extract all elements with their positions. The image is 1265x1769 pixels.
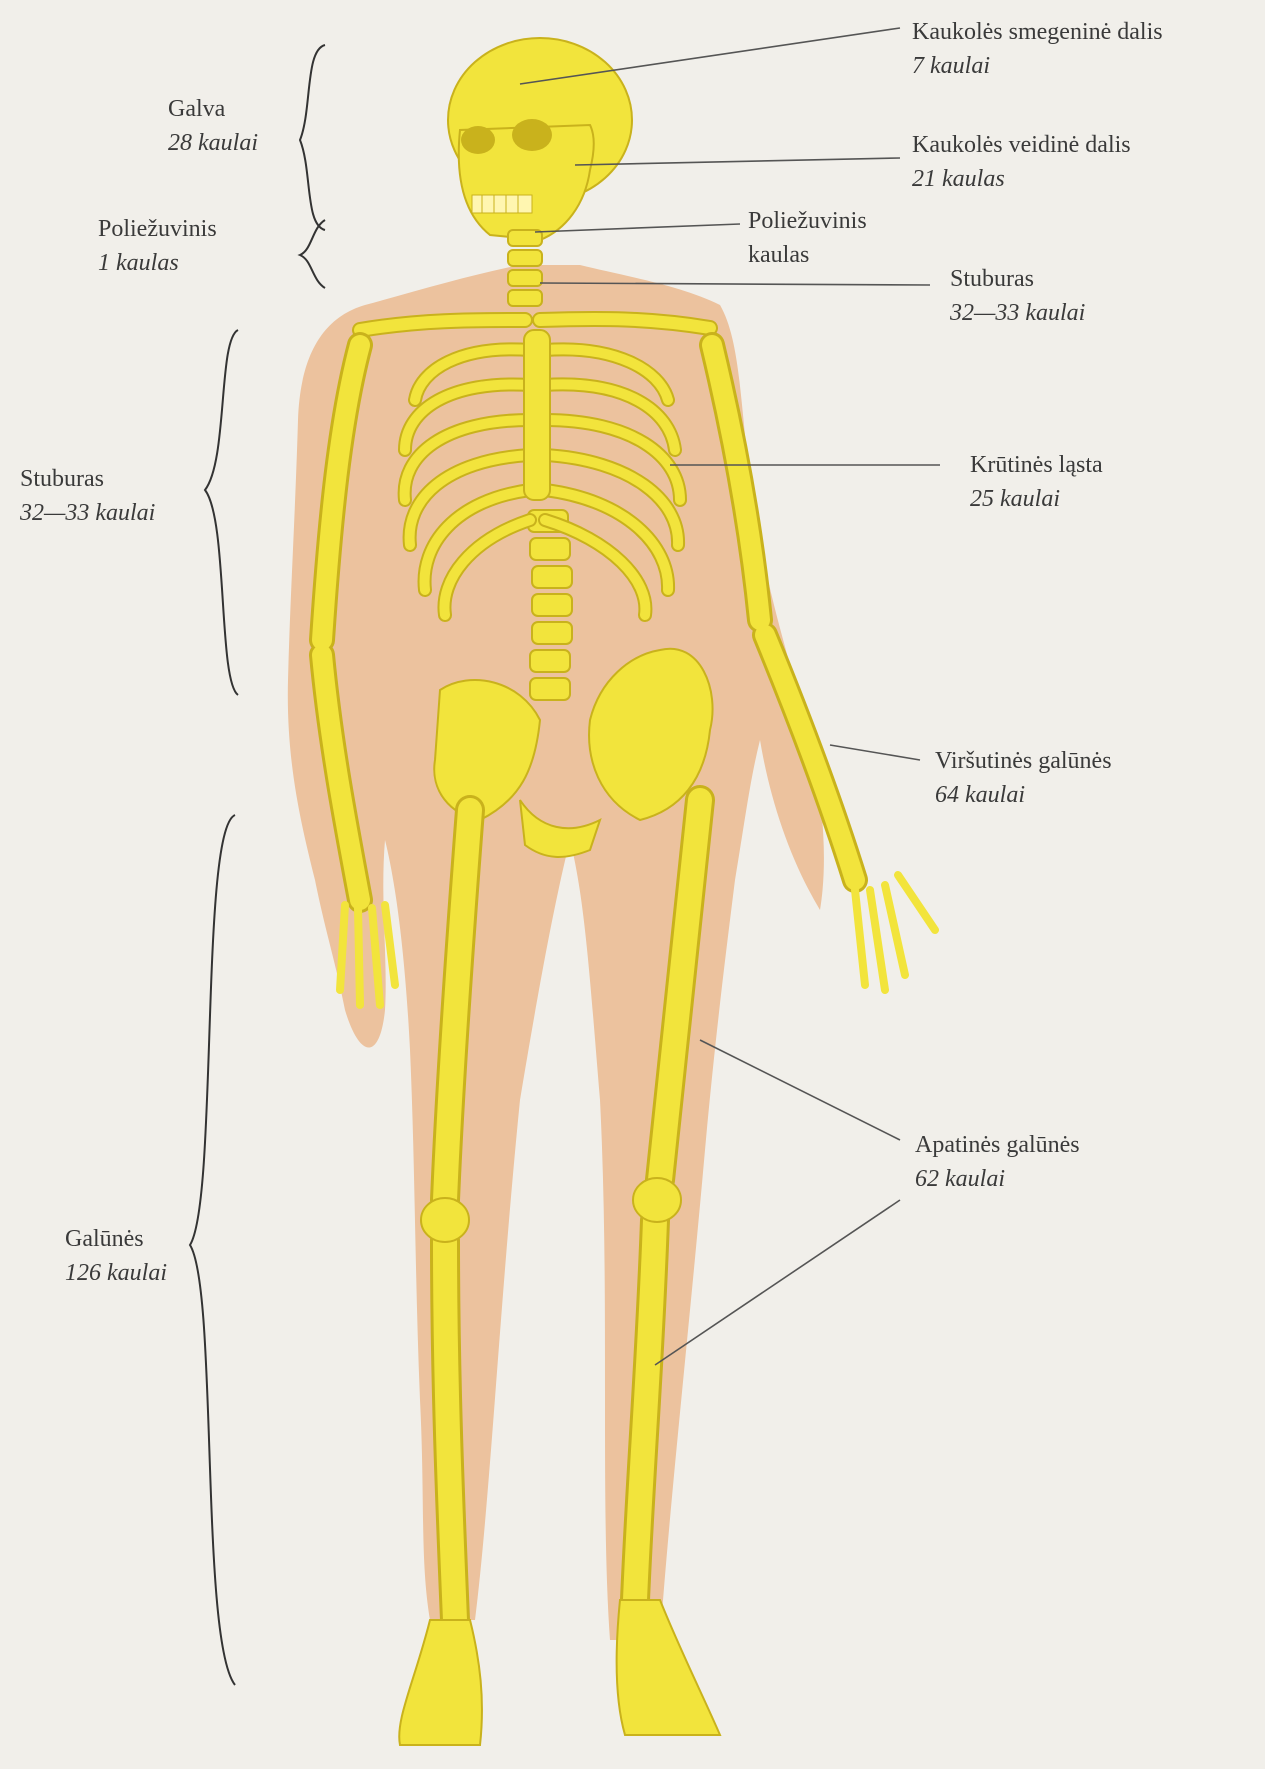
label-name: Krūtinės ląsta	[970, 448, 1103, 482]
label-name: Kaukolės smegeninė dalis	[912, 15, 1163, 49]
label-kaukoles-veidine: Kaukolės veidinė dalis 21 kaulas	[912, 128, 1131, 196]
label-count: 25 kaulai	[970, 482, 1103, 516]
label-name: Viršutinės galūnės	[935, 744, 1112, 778]
label-kaukoles-smegenine: Kaukolės smegeninė dalis 7 kaulai	[912, 15, 1163, 83]
label-count: 32—33 kaulai	[950, 296, 1085, 330]
label-count: 64 kaulai	[935, 778, 1112, 812]
label-count: 21 kaulas	[912, 162, 1131, 196]
label-count: 32—33 kaulai	[20, 496, 155, 530]
label-count: kaulas	[748, 238, 867, 272]
label-name: Kaukolės veidinė dalis	[912, 128, 1131, 162]
label-galva: Galva 28 kaulai	[168, 92, 258, 160]
label-name: Galva	[168, 92, 258, 126]
skull	[448, 38, 632, 240]
label-virsutines-galunes: Viršutinės galūnės 64 kaulai	[935, 744, 1112, 812]
label-count: 7 kaulai	[912, 49, 1163, 83]
brace-galunes	[190, 815, 235, 1685]
label-count: 62 kaulai	[915, 1162, 1080, 1196]
label-name: Stuburas	[20, 462, 155, 496]
label-name: Stuburas	[950, 262, 1085, 296]
label-name: Poliežuvinis	[98, 212, 217, 246]
brace-poliezuvinis	[300, 220, 325, 288]
label-name: Galūnės	[65, 1222, 167, 1256]
label-poliezuvinis: Poliežuvinis 1 kaulas	[98, 212, 217, 280]
label-galunes: Galūnės 126 kaulai	[65, 1222, 167, 1290]
label-stuburas-right: Stuburas 32—33 kaulai	[950, 262, 1085, 330]
left-brackets	[190, 45, 325, 1685]
brace-stuburas	[205, 330, 238, 695]
label-name: Apatinės galūnės	[915, 1128, 1080, 1162]
brace-galva	[300, 45, 325, 230]
label-count: 1 kaulas	[98, 246, 217, 280]
label-name: Poliežuvinis	[748, 204, 867, 238]
label-krutines-lasta: Krūtinės ląsta 25 kaulai	[970, 448, 1103, 516]
label-apatines-galunes: Apatinės galūnės 62 kaulai	[915, 1128, 1080, 1196]
label-count: 28 kaulai	[168, 126, 258, 160]
label-count: 126 kaulai	[65, 1256, 167, 1290]
label-poliezuvinis-kaulas: Poliežuvinis kaulas	[748, 204, 867, 272]
label-stuburas-left: Stuburas 32—33 kaulai	[20, 462, 155, 530]
